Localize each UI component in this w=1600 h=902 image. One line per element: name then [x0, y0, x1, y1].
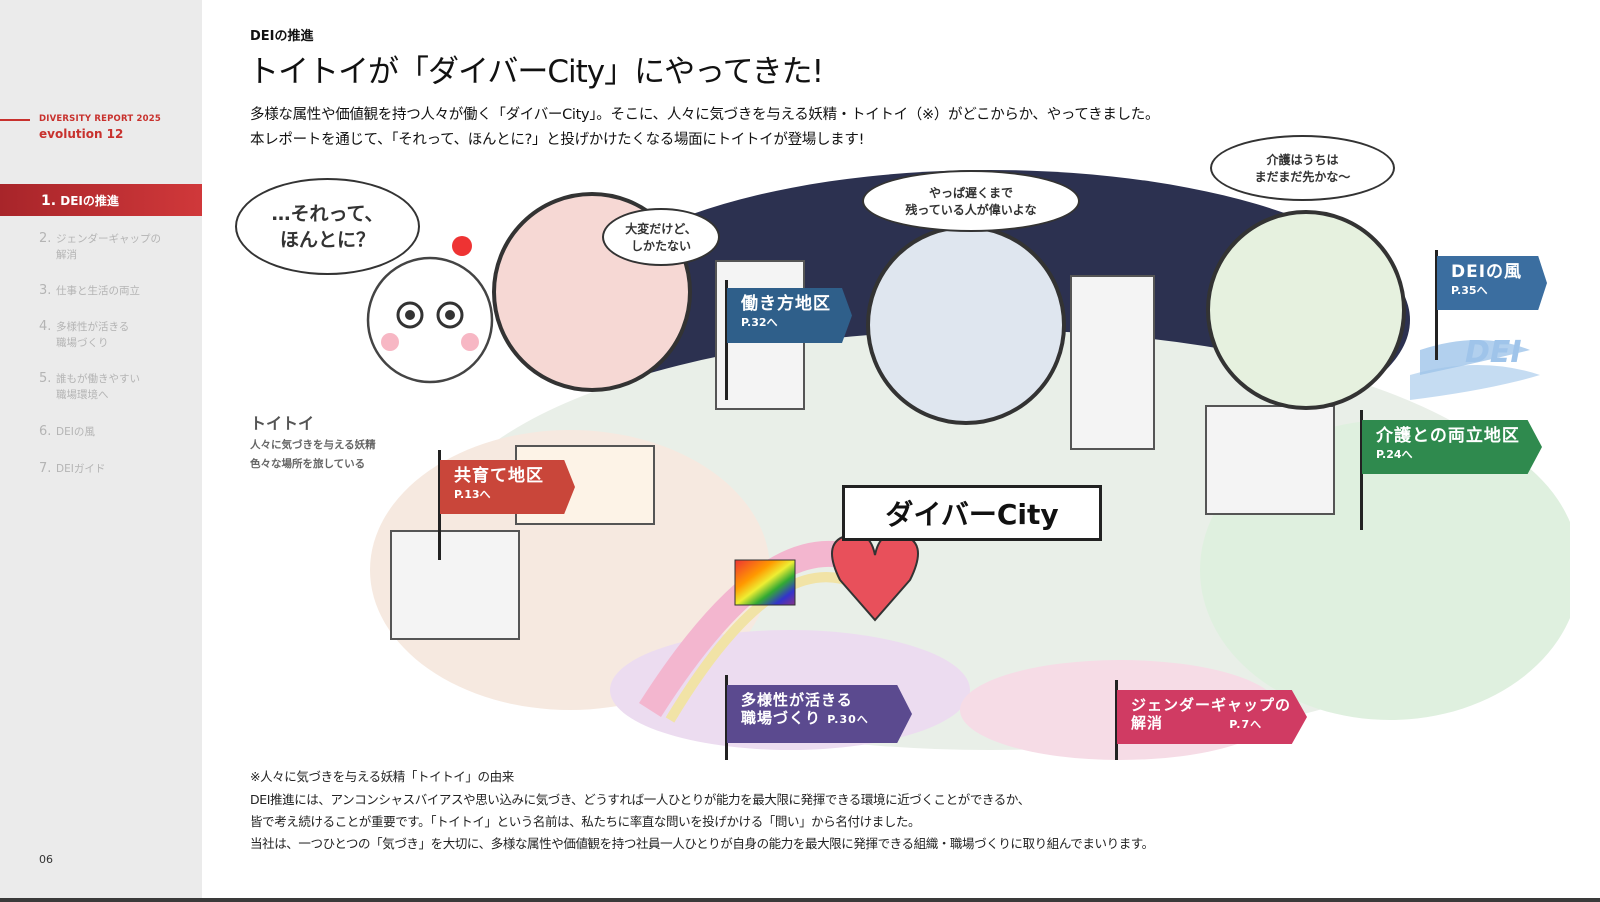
- nav-label: 誰もが働きやすい: [56, 373, 140, 385]
- intro-text: 本レポートを通じて、「それって、ほんとに?」と投げかけたくなる場面にトイトイが登…: [250, 132, 865, 148]
- sign-pole: [1435, 250, 1438, 360]
- sign-pole: [438, 450, 441, 560]
- footnote-line: 皆で考え続けることが重要です。「トイトイ」という名前は、私たちに率直な問いを投げ…: [250, 814, 921, 829]
- sign-page: P.30へ: [827, 713, 869, 726]
- section-label: DEIの推進: [250, 29, 314, 44]
- nav-number: 3.: [39, 283, 52, 298]
- sign-page: P.7へ: [1229, 718, 1263, 731]
- nav-number: 6.: [39, 424, 52, 439]
- character-desc: 人々に気づきを与える妖精: [250, 439, 376, 451]
- footnote-line: 当社は、一つひとつの「気づき」を大切に、多様な属性や価値観を持つ社員一人ひとりが…: [250, 836, 1154, 851]
- sign-diversity-workplace[interactable]: 多様性が活きる職場づくり P.30へ: [727, 685, 912, 743]
- building: [1205, 405, 1335, 515]
- page-title: トイトイが「ダイバーCity」にやってきた!: [248, 54, 824, 90]
- character-name: トイトイ: [250, 414, 315, 433]
- nav-label: 多様性が活きる: [56, 321, 130, 333]
- sign-pole: [725, 280, 728, 400]
- sign-pole: [1360, 410, 1363, 530]
- nav-label: DEIガイド: [56, 463, 106, 475]
- report-edition: evolution 12: [39, 127, 124, 141]
- footnote-heading: ※人々に気づきを与える妖精「トイトイ」の由来: [250, 769, 514, 784]
- sidebar-item-gender-gap[interactable]: 2. ジェンダーギャップの解消: [39, 231, 161, 263]
- nav-number: 7.: [39, 461, 52, 476]
- dei-wind-logo: DEI: [1465, 335, 1522, 370]
- building: [1070, 275, 1155, 450]
- sign-title: 多様性が活きる: [741, 691, 853, 709]
- nav-number: 1.: [41, 193, 57, 209]
- divider: [0, 119, 30, 121]
- sign-co-parenting[interactable]: 共育て地区 P.13へ: [440, 460, 575, 514]
- sidebar-item-dei-wind[interactable]: 6. DEIの風: [39, 424, 95, 440]
- scene-circle-office: [866, 225, 1066, 425]
- sign-work-style[interactable]: 働き方地区 P.32へ: [727, 288, 852, 343]
- speech-bubble-toitoi: …それって、 ほんとに？: [235, 178, 420, 275]
- school-building: [390, 530, 520, 640]
- sidebar-item-dei-guide[interactable]: 7. DEIガイド: [39, 461, 105, 477]
- sidebar-item-work-life[interactable]: 3. 仕事と生活の両立: [39, 283, 140, 299]
- sign-title: 職場づくり: [741, 709, 822, 727]
- sidebar: DIVERSITY REPORT 2025 evolution 12 1. DE…: [0, 0, 202, 898]
- city-illustration: …それって、 ほんとに？ トイトイ 人々に気づきを与える妖精 色々な場所を旅して…: [230, 135, 1570, 760]
- sign-title: ジェンダーギャップの: [1131, 696, 1292, 714]
- sign-title: 共育て地区: [454, 466, 544, 486]
- sign-title: DEIの風: [1451, 262, 1523, 282]
- report-brand: DIVERSITY REPORT 2025: [39, 114, 161, 124]
- character-desc: 色々な場所を旅している: [250, 458, 366, 470]
- nav-number: 4.: [39, 319, 52, 334]
- nav-number: 2.: [39, 231, 52, 246]
- sign-title: 解消: [1131, 714, 1164, 732]
- sign-dei-wind[interactable]: DEIの風 P.35へ: [1437, 256, 1547, 310]
- nav-number: 5.: [39, 371, 52, 386]
- page-number: 06: [39, 853, 53, 866]
- nav-label: DEIの推進: [60, 194, 119, 208]
- bottom-bar: [0, 898, 1600, 902]
- sign-page: P.35へ: [1451, 284, 1488, 297]
- sign-page: P.24へ: [1376, 448, 1413, 461]
- nav-label: DEIの風: [56, 426, 95, 438]
- sidebar-item-work-environment[interactable]: 5. 誰もが働きやすい職場環境へ: [39, 371, 140, 403]
- sign-gender-gap[interactable]: ジェンダーギャップの解消 P.7へ: [1117, 690, 1307, 744]
- sign-caregiving[interactable]: 介護との両立地区 P.24へ: [1362, 420, 1542, 474]
- nav-label: 職場づくり: [56, 337, 109, 349]
- speech-bubble: やっぱ遅くまで 残っている人が偉いよな: [862, 170, 1080, 232]
- footnote-line: DEI推進には、アンコンシャスバイアスや思い込みに気づき、どうすれば一人ひとりが…: [250, 792, 1030, 807]
- nav-label: 職場環境へ: [56, 389, 109, 401]
- nav-label: 解消: [56, 249, 77, 261]
- speech-bubble: 大変だけど、 しかたない: [602, 208, 720, 266]
- sign-page: P.32へ: [741, 316, 778, 329]
- scene-circle-care: [1206, 210, 1406, 410]
- sign-pole: [725, 675, 728, 760]
- sidebar-item-diversity-workplace[interactable]: 4. 多様性が活きる職場づくり: [39, 319, 129, 351]
- city-name-sign: ダイバーCity: [842, 485, 1102, 541]
- sign-pole: [1115, 680, 1118, 760]
- sign-title: 働き方地区: [741, 294, 831, 314]
- speech-bubble: 介護はうちは まだまだ先かな～: [1210, 135, 1395, 201]
- nav-label: ジェンダーギャップの: [56, 233, 161, 245]
- intro-text: 多様な属性や価値観を持つ人々が働く「ダイバーCity」。そこに、人々に気づきを与…: [250, 107, 1160, 123]
- sidebar-item-dei[interactable]: 1. DEIの推進: [0, 184, 202, 216]
- sign-page: P.13へ: [454, 488, 491, 501]
- nav-label: 仕事と生活の両立: [56, 285, 140, 297]
- sign-title: 介護との両立地区: [1376, 426, 1520, 446]
